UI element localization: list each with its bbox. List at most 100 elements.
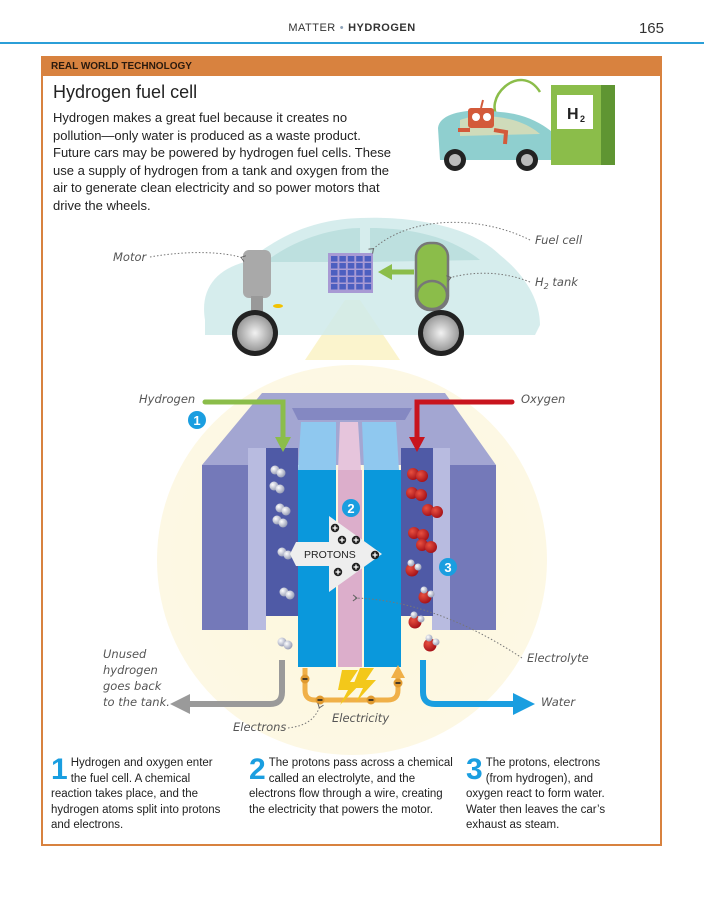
step-number: 2 xyxy=(249,753,266,786)
oxygen-molecules xyxy=(405,468,443,652)
oxygen-atom xyxy=(422,504,434,516)
separator: • xyxy=(339,22,345,34)
oxygen-atom xyxy=(425,541,437,553)
fuel-cell-unit xyxy=(331,263,338,269)
section-name: MATTER xyxy=(288,22,336,34)
oxygen-atom xyxy=(408,527,420,539)
fuel-cell-unit xyxy=(364,263,372,269)
proton-symbols xyxy=(330,523,380,577)
oxygen-atom xyxy=(431,506,443,518)
fuel-cell-label: Fuel cell xyxy=(535,233,583,247)
h2-tank-label: H2 tank xyxy=(535,275,579,291)
oxygen-atom xyxy=(416,470,428,482)
plus-icon xyxy=(353,537,359,543)
panel-title: Hydrogen fuel cell xyxy=(53,82,198,102)
water-hydrogen-atom xyxy=(432,638,440,646)
step-badge-3: 3 xyxy=(439,558,457,576)
water-arrow-head xyxy=(513,693,535,715)
car-hub-front xyxy=(237,315,273,351)
hydrogen-atom xyxy=(276,468,286,478)
electrolyte-label: Electrolyte xyxy=(527,651,589,665)
svg-text:2: 2 xyxy=(347,501,354,516)
pump-display xyxy=(557,95,593,129)
lightning-bolt-icon xyxy=(352,668,376,702)
lightning-bolt-icon xyxy=(338,670,362,705)
page-header: MATTER•HYDROGEN 165 xyxy=(0,0,704,44)
hydrogen-molecules xyxy=(269,465,295,650)
electricity-label: Electricity xyxy=(332,711,389,725)
svg-text:1: 1 xyxy=(193,413,200,428)
svg-text:3: 3 xyxy=(444,560,451,575)
robot-antenna xyxy=(480,99,484,109)
electron-symbols xyxy=(300,674,403,705)
fuel-cell-unit xyxy=(364,277,372,283)
cathode-side-face xyxy=(432,448,450,630)
running-head: MATTER•HYDROGEN xyxy=(0,22,704,34)
feature-panel: REAL WORLD TECHNOLOGY Hydrogen fuel cell… xyxy=(41,56,662,846)
fuel-cell-unit xyxy=(356,270,363,276)
step-number: 1 xyxy=(51,753,68,786)
robot-arms xyxy=(458,128,509,145)
oxygen-atom xyxy=(417,529,429,541)
fuel-cell-unit xyxy=(364,284,372,290)
tank-arrow-head xyxy=(378,264,392,280)
motor xyxy=(243,250,271,298)
tank-end xyxy=(415,279,449,311)
pump-side xyxy=(601,85,615,165)
oxygen-atom xyxy=(406,487,418,499)
fuel-cell-unit xyxy=(356,256,363,262)
step-badge-2: 2 xyxy=(342,499,360,517)
fuel-cell-unit xyxy=(339,277,346,283)
unused-hydrogen-arrow-head xyxy=(170,694,190,714)
electrolyte-leader xyxy=(352,594,523,659)
robot-eye-right xyxy=(483,113,491,121)
panel-category: REAL WORLD TECHNOLOGY xyxy=(51,61,192,72)
fuel-cell-unit xyxy=(331,270,338,276)
fuel-cell-unit xyxy=(347,277,355,283)
oxygen-atom xyxy=(407,468,419,480)
car-hub-rear xyxy=(423,315,459,351)
water-hydrogen-atom xyxy=(417,615,425,623)
fuel-cell-unit xyxy=(364,256,372,262)
header-rule xyxy=(0,42,704,44)
oxygen-arrow-head xyxy=(409,437,425,452)
water-hydrogen-atom xyxy=(407,559,415,567)
fuel-cell-unit xyxy=(356,277,363,283)
hydrogen-atom xyxy=(285,590,295,600)
headlight xyxy=(273,304,283,308)
fuel-cell-unit xyxy=(339,256,346,262)
topic-name: HYDROGEN xyxy=(348,22,416,34)
cathode xyxy=(364,470,401,667)
robot-head xyxy=(468,108,494,128)
water-outlet-arrow xyxy=(420,660,515,707)
electron-wire xyxy=(302,668,401,703)
anode-side-face xyxy=(248,448,266,630)
intro-paragraph: Hydrogen makes a great fuel because it c… xyxy=(53,110,391,213)
step-text: Hydrogen and oxygen enter the fuel cell.… xyxy=(51,757,221,831)
plus-icon xyxy=(372,552,378,558)
fuel-cell-unit xyxy=(347,284,355,290)
plus-icon xyxy=(353,564,359,570)
unused-hydrogen-line-4: to the tank. xyxy=(103,695,170,709)
fuel-cell-unit xyxy=(331,256,338,262)
panel-category-bar: REAL WORLD TECHNOLOGY xyxy=(43,58,660,76)
pump-h-label: H xyxy=(567,106,579,123)
anode-top xyxy=(298,422,336,470)
hydrogen-atom xyxy=(278,518,288,528)
protons-arrow xyxy=(290,516,382,592)
fuel-cell-unit xyxy=(356,284,363,290)
step-number: 3 xyxy=(466,753,483,786)
electrolyte-top xyxy=(338,422,361,470)
water-hydrogen-atom xyxy=(427,590,435,598)
hydrogen-atom xyxy=(283,640,293,650)
fuel-cell-unit xyxy=(347,256,355,262)
fuel-cell-unit xyxy=(331,277,338,283)
hydrogen-atom xyxy=(283,550,293,560)
unused-hydrogen-line-2: hydrogen xyxy=(103,663,158,677)
motor-leader xyxy=(149,252,247,262)
fuel-cell-cross-section xyxy=(202,393,496,667)
fuel-cell-unit xyxy=(347,270,355,276)
